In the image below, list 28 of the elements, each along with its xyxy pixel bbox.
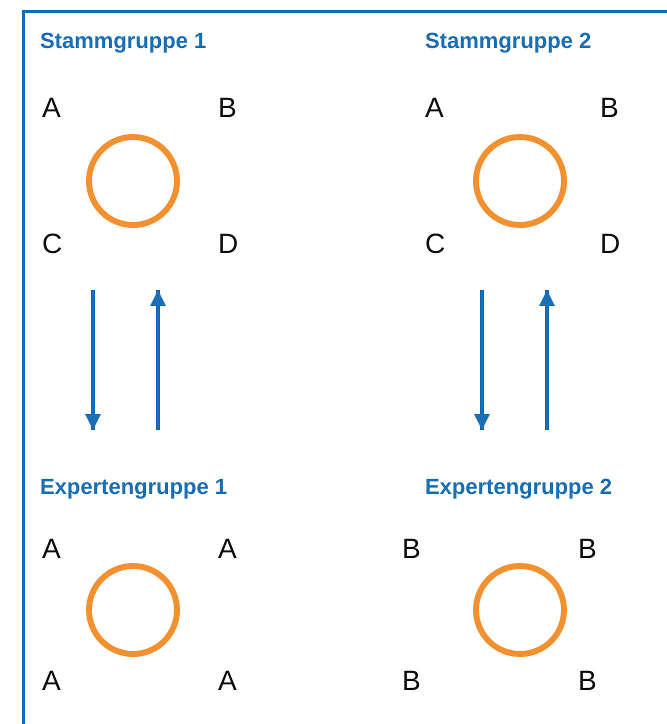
group-heading: Stammgruppe 2 <box>425 28 592 54</box>
circle-symbol <box>85 133 181 229</box>
group-heading: Expertengruppe 2 <box>425 474 612 500</box>
seat-letter: C <box>42 228 62 260</box>
arrow <box>474 290 490 430</box>
group-heading: Expertengruppe 1 <box>40 474 228 500</box>
seat-letter: C <box>425 228 446 260</box>
seat-letter: B <box>578 665 597 697</box>
seat-letter: A <box>218 533 237 565</box>
circle-symbol <box>472 133 568 229</box>
arrow <box>85 290 101 430</box>
arrow <box>539 290 555 430</box>
seat-letter: B <box>218 92 237 124</box>
seat-letter: B <box>402 665 421 697</box>
group-heading: Stammgruppe 1 <box>40 28 206 54</box>
seat-letter: A <box>42 665 61 697</box>
seat-letter: B <box>600 92 619 124</box>
seat-letter: B <box>578 533 597 565</box>
seat-letter: A <box>42 533 61 565</box>
circle-symbol <box>472 562 568 658</box>
seat-letter: A <box>42 92 61 124</box>
arrow <box>150 290 166 430</box>
seat-letter: D <box>218 228 238 260</box>
seat-letter: B <box>402 533 421 565</box>
seat-letter: A <box>218 665 237 697</box>
circle-symbol <box>85 562 181 658</box>
seat-letter: D <box>600 228 620 260</box>
seat-letter: A <box>425 92 444 124</box>
